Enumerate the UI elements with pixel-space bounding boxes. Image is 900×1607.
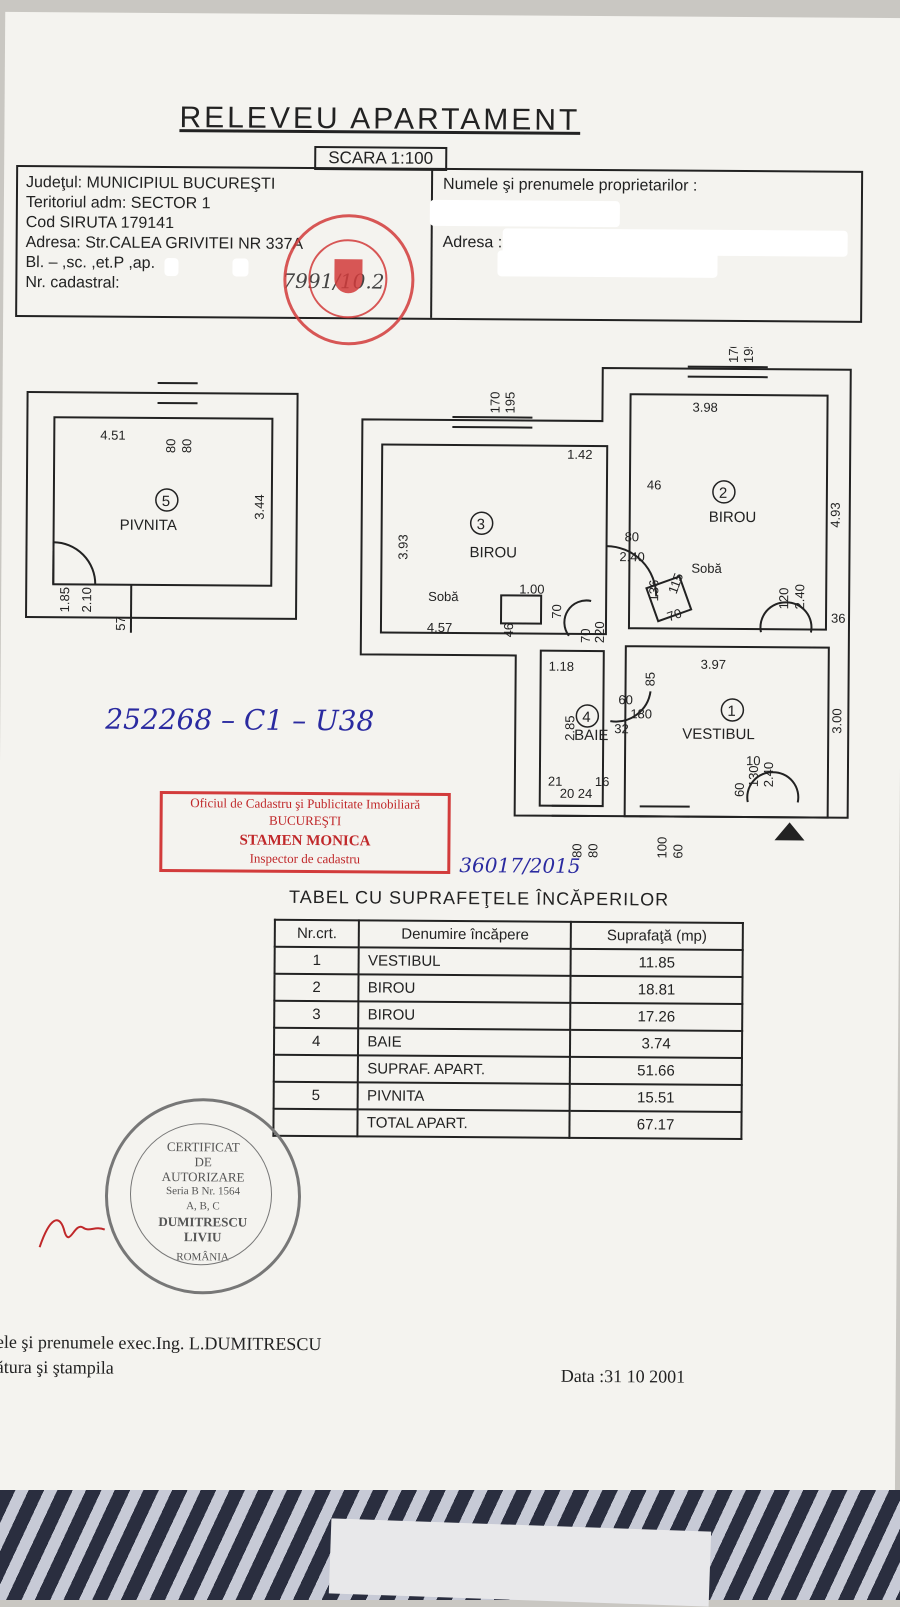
floor-plan: 4.51 80 80 3.44 1.85 2.10 57 170 195 170… [0, 342, 900, 868]
svg-text:115: 115 [665, 571, 686, 596]
judet-line: Judeţul: MUNICIPIUL BUCUREŞTI [26, 173, 426, 196]
svg-text:70: 70 [549, 604, 564, 619]
svg-text:80: 80 [179, 439, 194, 454]
svg-text:3.44: 3.44 [252, 494, 267, 519]
stove-label-2: Sobă [691, 561, 722, 576]
owners-label: Numele şi prenumele proprietarilor : [443, 176, 697, 196]
svg-text:170: 170 [487, 392, 502, 414]
svg-text:46: 46 [647, 477, 662, 492]
header-box: Judeţul: MUNICIPIUL BUCUREŞTI Teritoriul… [15, 165, 863, 323]
stove-label-3: Sobă [428, 589, 459, 604]
document-title: RELEVEU APARTAMENT [179, 101, 580, 138]
svg-text:16: 16 [595, 774, 610, 789]
teritoriul-line: Teritoriul adm: SECTOR 1 [26, 193, 426, 216]
room2-number: 2 [719, 485, 727, 502]
signature-icon [35, 1207, 115, 1258]
svg-text:80: 80 [625, 529, 640, 544]
table-header: Denumire încăpere [359, 920, 571, 948]
ocpi-stamp: Oficiul de Cadastru şi Publicitate Imobi… [159, 791, 451, 874]
svg-text:60: 60 [732, 782, 747, 797]
table-header: Suprafaţă (mp) [571, 922, 743, 950]
table-caption: TABEL CU SUPRAFEŢELE ÎNCĂPERILOR [289, 887, 669, 911]
svg-text:220: 220 [592, 621, 607, 643]
redaction-sc [164, 258, 178, 276]
table-row: SUPRAF. APART.51.66 [274, 1055, 742, 1085]
svg-text:80: 80 [163, 439, 178, 454]
room3-name: BIROU [469, 544, 517, 561]
svg-text:2.10: 2.10 [79, 587, 94, 612]
svg-text:4.93: 4.93 [828, 502, 843, 527]
svg-text:32: 32 [614, 721, 629, 736]
coat-of-arms-icon [334, 259, 362, 293]
ocpi-round-seal [283, 214, 415, 346]
footer-date: Data :31 10 2001 [561, 1366, 686, 1388]
svg-text:120: 120 [776, 588, 791, 610]
svg-text:1.18: 1.18 [549, 659, 574, 674]
svg-text:2.40: 2.40 [792, 584, 807, 609]
redaction-ap [232, 258, 248, 276]
room1-name: VESTIBUL [682, 726, 755, 744]
room4-number: 4 [582, 709, 590, 726]
svg-text:80: 80 [585, 843, 600, 858]
svg-text:24: 24 [578, 786, 593, 801]
handwritten-reference: 252268 – C1 – U38 [105, 703, 374, 738]
svg-text:60: 60 [618, 692, 633, 707]
svg-text:4.51: 4.51 [100, 428, 125, 443]
document-sheet: RELEVEU APARTAMENT SCARA 1:100 Judeţul: … [0, 12, 900, 1518]
ocpi-stamp-line1: Oficiul de Cadastru şi Publicitate Imobi… [163, 794, 448, 813]
svg-text:136: 136 [646, 580, 661, 602]
svg-text:170: 170 [726, 342, 741, 363]
svg-text:2.40: 2.40 [619, 549, 644, 564]
room5-number: 5 [162, 493, 170, 510]
svg-text:46: 46 [501, 623, 516, 638]
svg-text:70: 70 [578, 628, 593, 643]
ocpi-stamp-line4: Inspector de cadastru [162, 849, 447, 868]
svg-text:20: 20 [560, 786, 575, 801]
svg-text:3.00: 3.00 [829, 708, 844, 733]
authorization-stamp: CERTIFICAT DE AUTORIZARE Seria B Nr. 156… [104, 1098, 301, 1295]
svg-text:195: 195 [502, 392, 517, 414]
svg-text:2.40: 2.40 [761, 762, 776, 787]
redaction-owner [430, 200, 620, 227]
ocpi-stamp-line2: BUCUREŞTI [163, 811, 448, 830]
room5-name: PIVNITA [120, 517, 177, 534]
room4-name: BAIE [574, 727, 608, 744]
entry-arrow-icon [774, 822, 804, 840]
room2-name: BIROU [709, 509, 757, 526]
svg-text:57: 57 [113, 616, 128, 631]
svg-text:100: 100 [654, 837, 669, 859]
ocpi-stamp-line3: STAMEN MONICA [162, 832, 447, 851]
svg-text:4.57: 4.57 [427, 620, 452, 635]
room3-number: 3 [477, 516, 485, 533]
svg-text:195: 195 [741, 342, 756, 363]
table-header: Nr.crt. [275, 920, 360, 948]
footer-signature-label: ătura şi ştampila [0, 1357, 114, 1379]
background-paper [329, 1518, 711, 1606]
room1-number: 1 [727, 703, 735, 720]
handwritten-date: 36017/2015 [459, 853, 580, 878]
svg-text:36: 36 [831, 611, 846, 626]
svg-text:70: 70 [665, 605, 684, 624]
svg-text:3.93: 3.93 [395, 534, 410, 559]
footer-exec: ele şi prenumele exec.Ing. L.DUMITRESCU [0, 1332, 321, 1355]
svg-text:1.42: 1.42 [567, 447, 592, 462]
svg-text:60: 60 [670, 844, 685, 859]
svg-text:3.97: 3.97 [701, 657, 726, 672]
redaction-address [497, 250, 717, 278]
surface-table: Nr.crt. Denumire încăpere Suprafaţă (mp)… [272, 919, 744, 1140]
table-row: TOTAL APART.67.17 [273, 1109, 741, 1139]
svg-text:3.98: 3.98 [692, 400, 717, 415]
header-divider [430, 170, 433, 318]
table-header-row: Nr.crt. Denumire încăpere Suprafaţă (mp) [275, 920, 743, 950]
svg-text:85: 85 [643, 672, 658, 687]
svg-text:1.00: 1.00 [519, 581, 544, 596]
svg-text:130: 130 [746, 765, 761, 787]
svg-text:1.85: 1.85 [57, 587, 72, 612]
svg-text:180: 180 [630, 706, 652, 721]
